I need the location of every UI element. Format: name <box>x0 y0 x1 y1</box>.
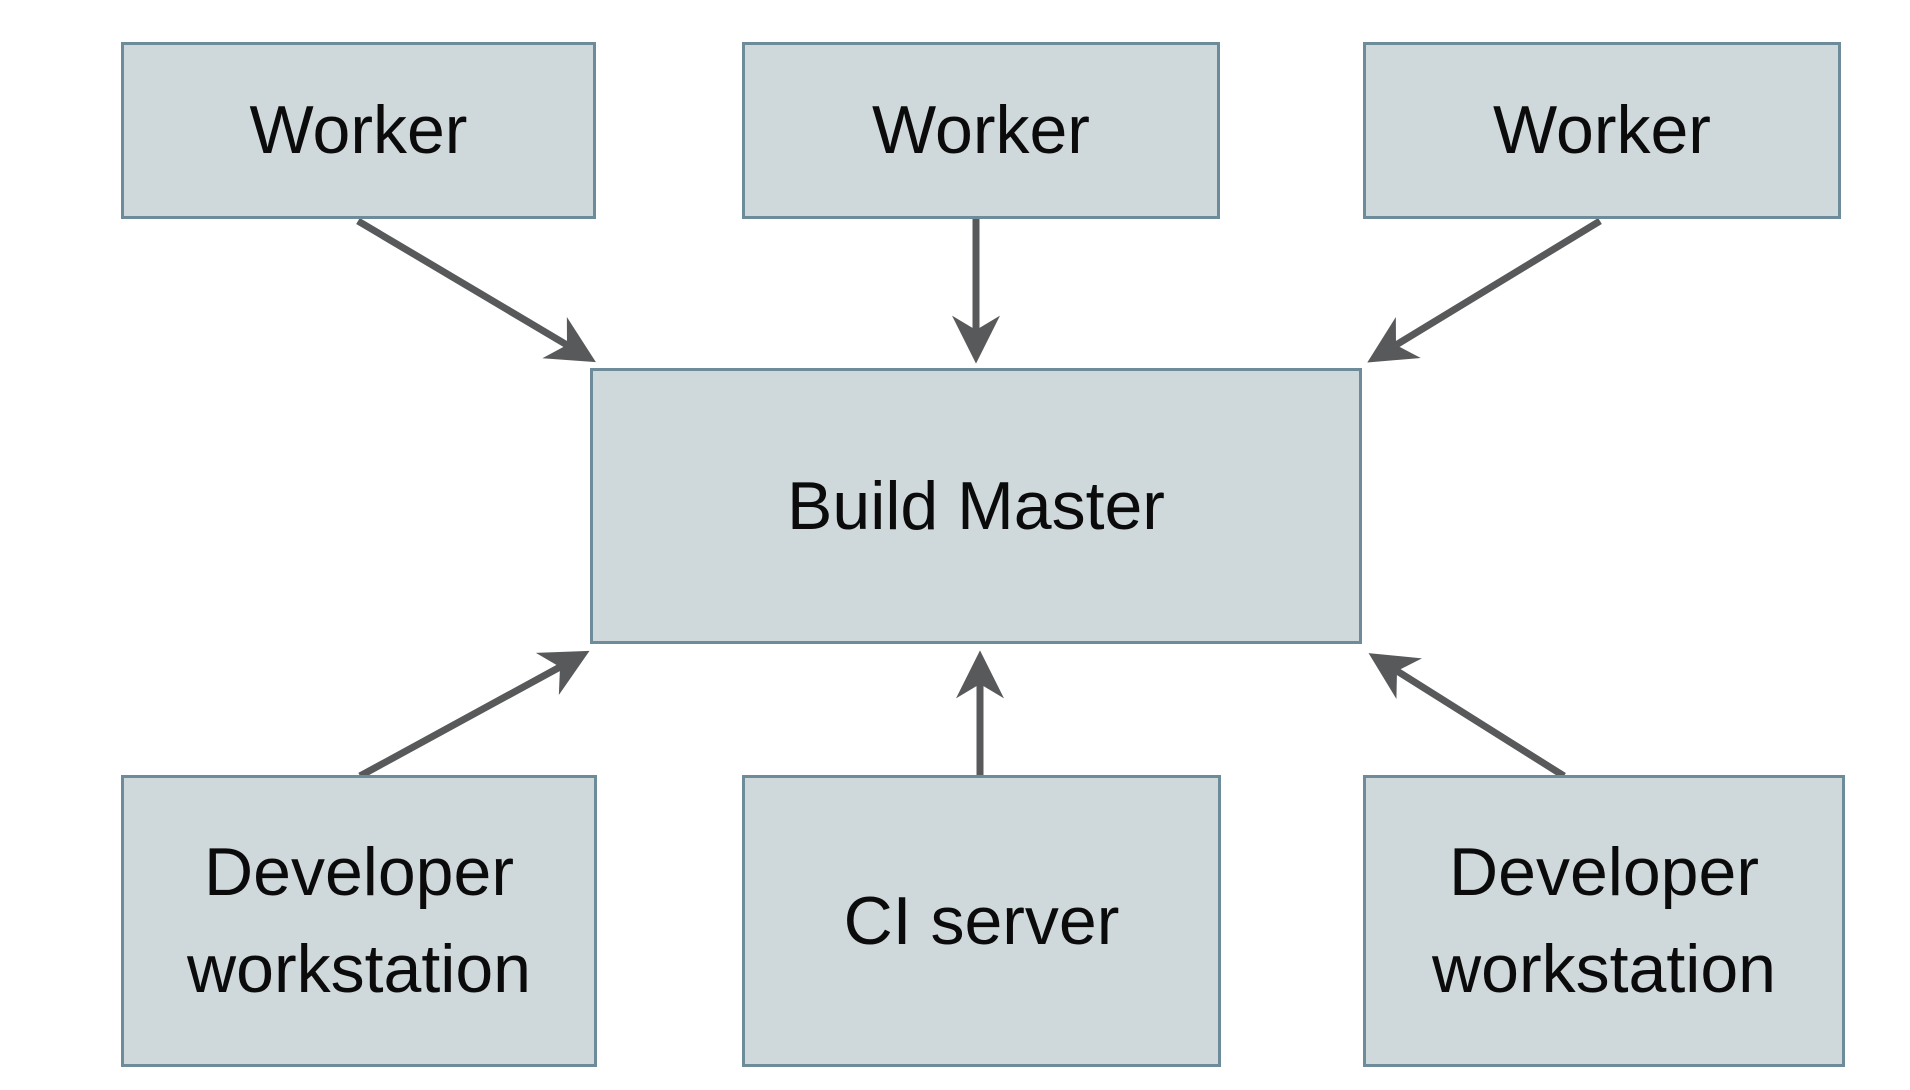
node-worker-left-label: Worker <box>249 92 468 169</box>
node-developer-workstation-left-label: Developer workstation <box>187 834 531 1007</box>
node-build-master: Build Master <box>590 368 1362 644</box>
node-developer-workstation-right-label: Developer workstation <box>1432 834 1776 1007</box>
node-worker-center: Worker <box>742 42 1220 219</box>
node-build-master-label: Build Master <box>787 467 1165 544</box>
arrow-worker-left-to-build-master <box>356 217 596 363</box>
node-developer-workstation-left: Developer workstation <box>121 775 597 1067</box>
arrow-dev-workstation-left-to-build-master <box>358 650 590 780</box>
node-ci-server: CI server <box>742 775 1221 1067</box>
arrow-worker-right-to-build-master <box>1367 218 1602 363</box>
node-worker-right-label: Worker <box>1493 92 1711 169</box>
node-worker-right: Worker <box>1363 42 1841 219</box>
node-developer-workstation-right: Developer workstation <box>1363 775 1845 1067</box>
arrow-dev-workstation-right-to-build-master <box>1368 653 1566 779</box>
node-worker-center-label: Worker <box>872 92 1090 169</box>
node-worker-left: Worker <box>121 42 596 219</box>
node-ci-server-label: CI server <box>843 882 1120 959</box>
